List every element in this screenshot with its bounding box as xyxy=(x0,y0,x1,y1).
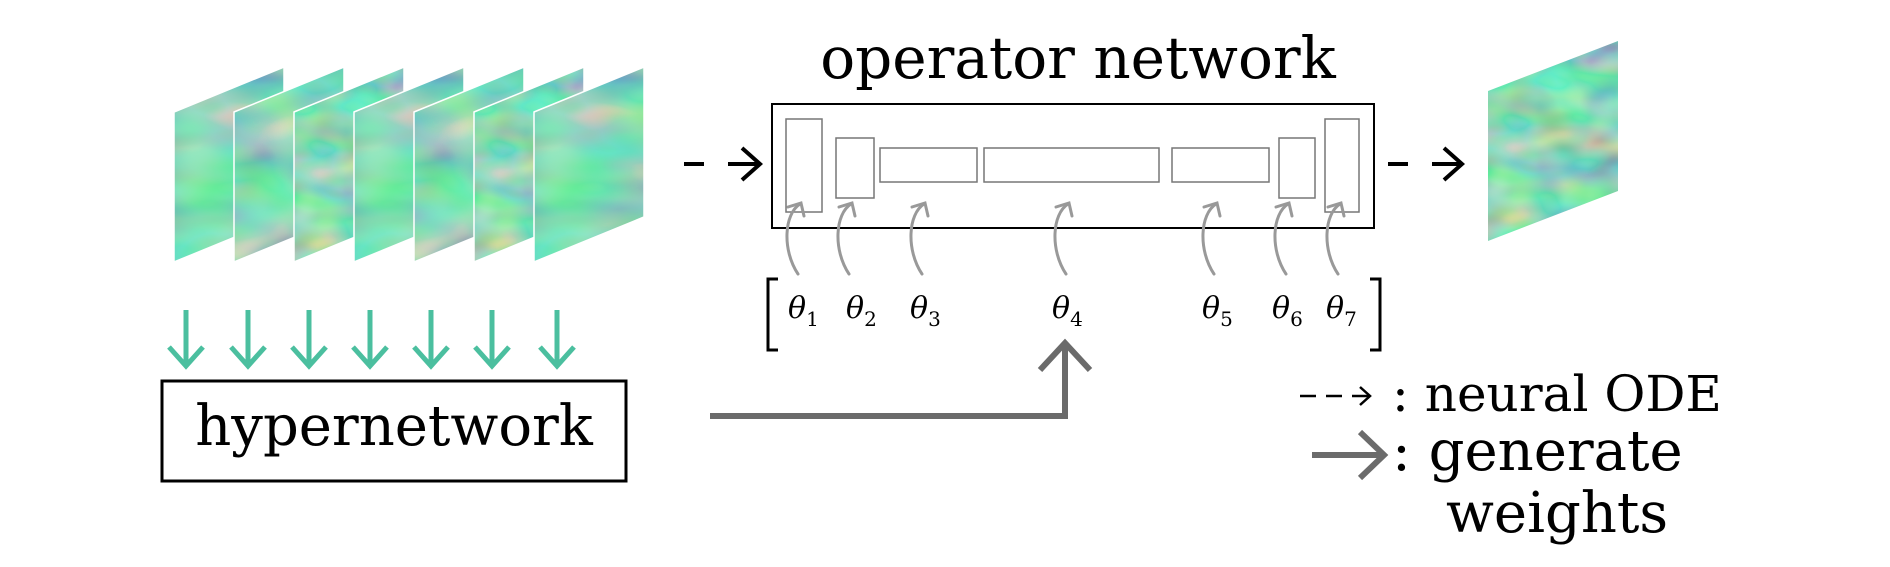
operator-network-box xyxy=(771,103,1375,229)
layer-7 xyxy=(1324,118,1360,213)
curl-arrow xyxy=(1273,202,1290,276)
curl-arrow xyxy=(1325,202,1342,276)
teal-down-arrow xyxy=(351,310,389,370)
neural-ode-arrow-out xyxy=(1388,146,1466,182)
theta-2-label: θ2 xyxy=(846,291,877,331)
curl-arrow-head xyxy=(837,201,857,218)
theta-3-label: θ3 xyxy=(910,291,941,331)
teal-down-arrow xyxy=(167,310,205,370)
theta-4-label: θ4 xyxy=(1052,291,1083,331)
teal-down-arrow xyxy=(290,310,328,370)
curl-arrow xyxy=(785,202,802,276)
theta-to-layer-arrows xyxy=(785,201,1346,276)
teal-down-arrow xyxy=(538,310,576,370)
layer-1 xyxy=(785,118,823,213)
curl-arrow-head xyxy=(1054,201,1074,218)
curl-arrow-head xyxy=(910,201,930,218)
curl-arrow-head xyxy=(1202,201,1222,218)
output-field-panel xyxy=(1488,41,1618,241)
curl-arrow xyxy=(1053,202,1070,276)
operator-network-title: operator network xyxy=(820,24,1336,92)
layer-2 xyxy=(835,137,875,199)
teal-down-arrow xyxy=(229,310,267,370)
legend-generate-label: : generate xyxy=(1392,419,1683,484)
theta-brackets xyxy=(766,277,1382,352)
layer-5 xyxy=(1171,147,1270,183)
theta-5-label: θ5 xyxy=(1202,291,1233,331)
hypernetwork-box xyxy=(160,379,628,483)
teal-down-arrow xyxy=(412,310,450,370)
left-bracket xyxy=(766,277,778,352)
legend-solid-arrow-icon xyxy=(1312,429,1389,481)
input-field-stack xyxy=(173,65,645,264)
legend: : neural ODE : generate weights xyxy=(1300,365,1722,546)
theta-7-label: θ7 xyxy=(1326,291,1357,331)
theta-labels: θ1 θ2 θ3 θ4 θ5 θ6 θ7 xyxy=(788,291,1357,331)
curl-arrow xyxy=(836,202,853,276)
curl-arrow-head xyxy=(786,201,806,218)
curl-arrow-head xyxy=(1326,201,1346,218)
curl-arrow xyxy=(909,202,926,276)
layer-3 xyxy=(879,147,978,183)
legend-weights-label: weights xyxy=(1446,481,1668,546)
legend-neural-ode-label: : neural ODE xyxy=(1392,365,1722,423)
right-bracket xyxy=(1370,277,1382,352)
input-to-hypernetwork-arrows xyxy=(167,310,576,370)
layer-4 xyxy=(983,147,1160,183)
curl-arrow xyxy=(1201,202,1218,276)
operator-layers xyxy=(785,118,1360,213)
neural-ode-arrow-in xyxy=(684,146,764,182)
theta-6-label: θ6 xyxy=(1272,291,1303,331)
teal-down-arrow xyxy=(473,310,511,370)
hypernetwork-label: hypernetwork xyxy=(195,394,594,459)
legend-dashed-arrow-icon xyxy=(1300,386,1372,406)
layer-6 xyxy=(1278,137,1316,199)
theta-1-label: θ1 xyxy=(788,291,819,331)
generate-weights-arrow xyxy=(710,338,1093,419)
curl-arrow-head xyxy=(1274,201,1294,218)
